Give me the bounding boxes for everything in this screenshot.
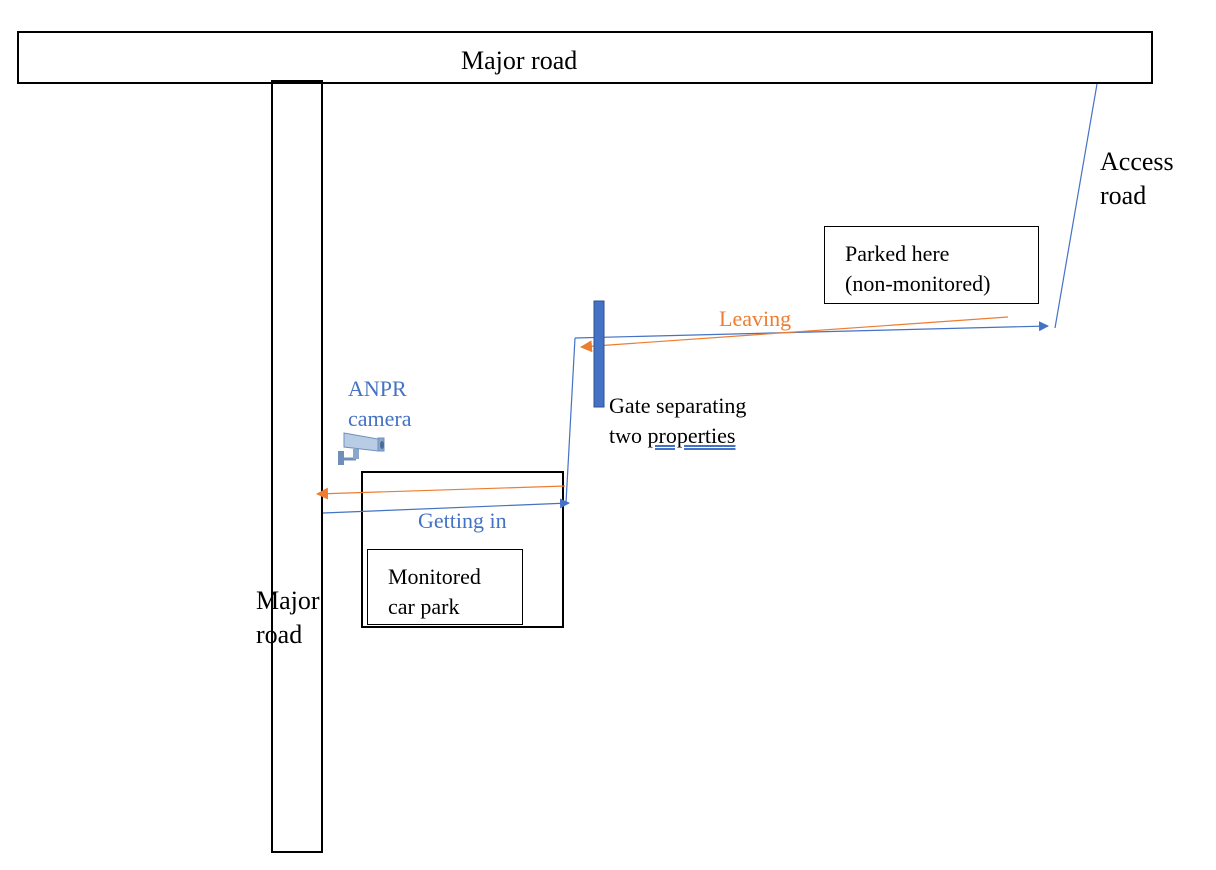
gate-line2-properties: properties <box>647 423 736 448</box>
leaving-path-segment-1 <box>580 316 1009 353</box>
monitored-car-park-label-box: Monitored car park <box>367 549 523 625</box>
major-road-side-line1: Major <box>256 586 320 615</box>
major-road-horizontal <box>17 31 1153 84</box>
access-road-line <box>1054 83 1098 329</box>
parked-here-box: Parked here (non-monitored) <box>824 226 1039 304</box>
parked-line1: Parked here <box>845 241 950 266</box>
gate-line2: two properties <box>609 425 735 447</box>
gate <box>593 300 605 408</box>
major-road-vertical <box>271 80 323 853</box>
monitored-line1: Monitored <box>388 564 481 589</box>
gate-line1: Gate separating <box>609 393 747 418</box>
access-road-line2: road <box>1100 181 1147 210</box>
getting-in-path-segment-1 <box>322 498 570 514</box>
access-road-line1: Access <box>1100 147 1174 176</box>
getting-in-path-segment-3 <box>574 321 1049 339</box>
leaving-path-segment-2 <box>316 485 566 500</box>
monitored-car-park-area <box>361 471 564 628</box>
gate-line2-prefix: two <box>609 423 648 448</box>
major-road-side-line2: road <box>256 620 303 649</box>
parked-line2: (non-monitored) <box>845 271 991 296</box>
getting-in-path-segment-2 <box>565 337 576 504</box>
leaving-label: Leaving <box>719 306 792 331</box>
anpr-line2: camera <box>348 406 412 431</box>
getting-in-label: Getting in <box>418 508 507 533</box>
major-road-top-label: Major road <box>461 46 578 75</box>
monitored-line2: car park <box>388 594 460 619</box>
camera-icon <box>338 432 385 465</box>
anpr-line1: ANPR <box>348 376 407 401</box>
